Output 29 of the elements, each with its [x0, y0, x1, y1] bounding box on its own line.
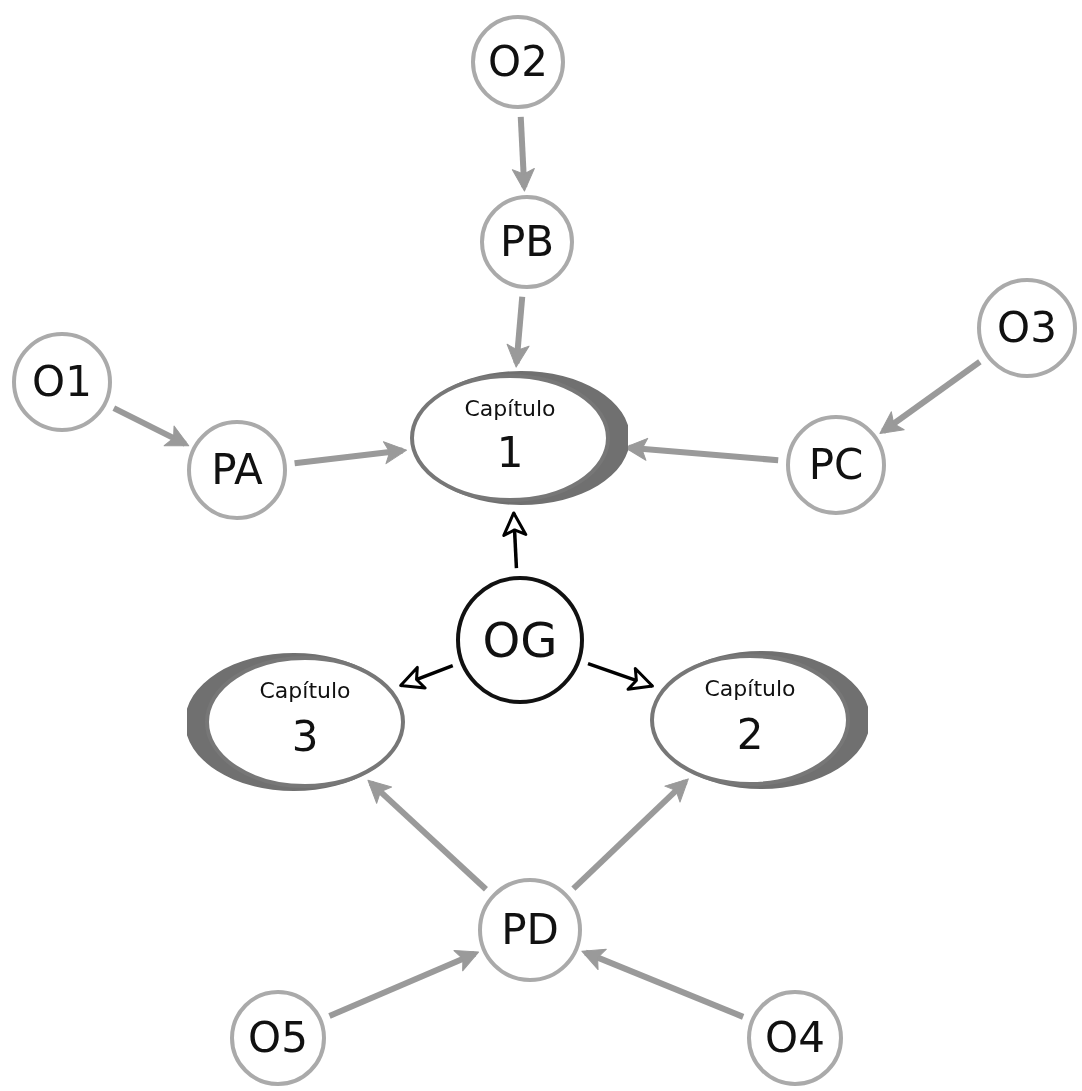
arrow: [112, 405, 190, 447]
chapter-label: 2: [736, 714, 764, 756]
arrow: [399, 664, 454, 690]
arrow: [294, 441, 408, 467]
node-label: OG: [482, 616, 558, 664]
node-label: PC: [808, 444, 864, 486]
chapter-label: Capítulo: [704, 678, 796, 700]
chapter-label: 1: [496, 432, 524, 474]
circle-node: [478, 878, 582, 982]
chapter-label: Capítulo: [464, 398, 556, 420]
arrow: [328, 950, 480, 1019]
arrow: [571, 778, 689, 891]
arrow: [367, 779, 488, 892]
node-label: PA: [211, 449, 263, 491]
node-label: PB: [499, 221, 555, 263]
arrow: [502, 511, 528, 569]
node-label: O4: [765, 1017, 825, 1059]
chapter-label: 3: [291, 716, 319, 758]
arrow: [506, 296, 530, 368]
node-label: O1: [32, 361, 92, 403]
chapter-label: Capítulo: [259, 680, 351, 702]
arrow: [511, 116, 535, 192]
arrow: [879, 359, 982, 435]
node-label: O3: [997, 307, 1057, 349]
node-label: O5: [248, 1017, 308, 1059]
node-label: PD: [501, 909, 559, 951]
node-label: O2: [488, 41, 548, 83]
arrow: [581, 948, 745, 1020]
arrow: [587, 662, 654, 691]
